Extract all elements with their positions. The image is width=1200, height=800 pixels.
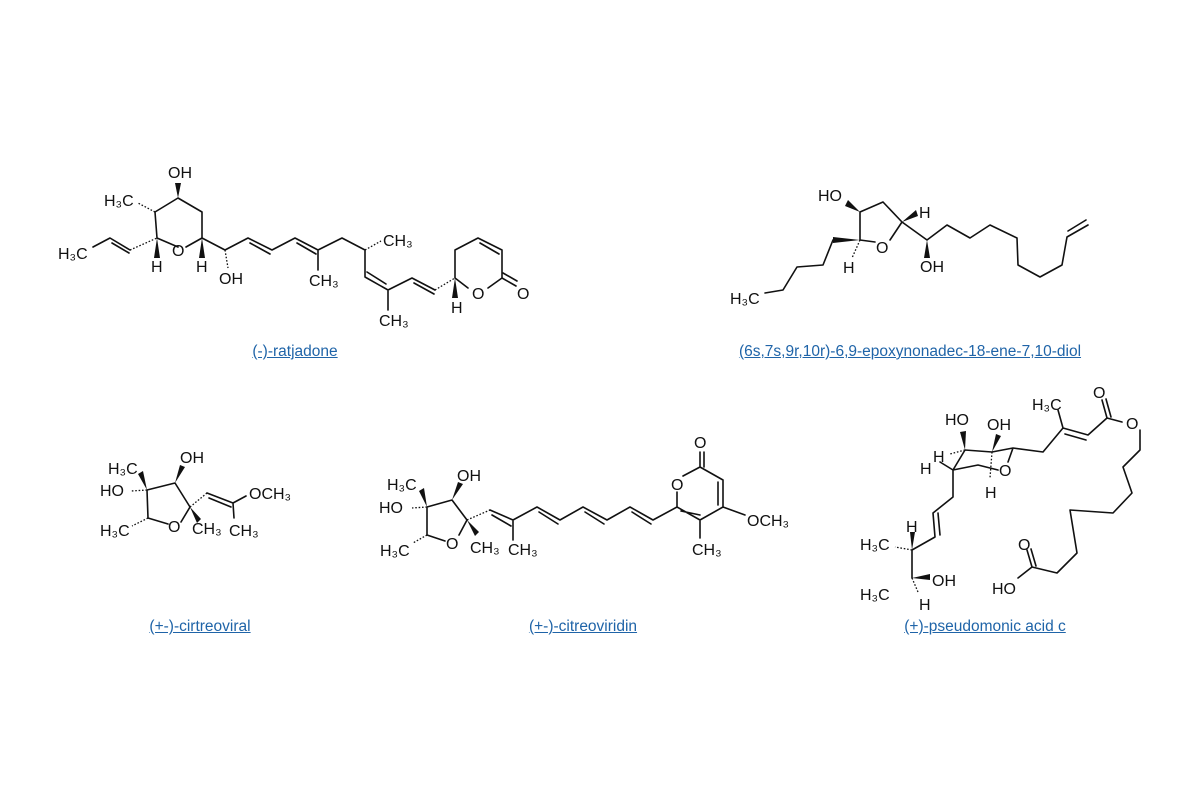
- structure-epoxynonadecenediol: HO H O H OH H₃C: [730, 188, 1089, 308]
- atom-label: H₃C: [1032, 397, 1062, 414]
- structure-cirtreoviral: OH H₃C HO H₃C O CH₃ OCH₃ CH₃: [100, 450, 291, 540]
- link-ratjadone[interactable]: (-)-ratjadone: [252, 343, 338, 360]
- atom-label: O: [172, 243, 184, 260]
- atom-label: H₃C: [380, 543, 410, 560]
- atom-label: HO: [945, 412, 969, 429]
- atom-label: H: [920, 461, 932, 478]
- atom-label: CH₃: [692, 542, 722, 559]
- atom-label: HO: [100, 483, 124, 500]
- atom-label: H₃C: [387, 477, 417, 494]
- link-citreoviridin[interactable]: (+-)-citreoviridin: [528, 618, 638, 635]
- atom-label: CH₃: [309, 273, 339, 290]
- atom-label: H: [451, 300, 463, 317]
- atom-label: OH: [168, 165, 192, 182]
- atom-label: CH₃: [229, 523, 259, 540]
- atom-label: OCH₃: [249, 486, 291, 503]
- atom-label: OH: [219, 271, 243, 288]
- atom-label: OH: [932, 573, 956, 590]
- atom-label: O: [876, 240, 888, 257]
- atom-label: OH: [920, 259, 944, 276]
- atom-label: O: [999, 463, 1011, 480]
- structure-citreoviridin: OH H₃C HO H₃C O CH₃ CH₃ O O OCH₃ CH₃: [379, 435, 789, 560]
- atom-label: H: [196, 259, 208, 276]
- link-epoxynonadecenediol[interactable]: (6s,7s,9r,10r)-6,9-epoxynonadec-18-ene-7…: [738, 343, 1082, 360]
- atom-label: OH: [457, 468, 481, 485]
- atom-label: H₃C: [108, 461, 138, 478]
- atom-labels: OH H₃C H₃C H O H OH CH₃ CH₃ CH₃ H O O: [58, 165, 529, 330]
- atom-label: H₃C: [730, 291, 760, 308]
- atom-label: OH: [180, 450, 204, 467]
- atom-label: H: [919, 205, 931, 222]
- atom-label: CH₃: [383, 233, 413, 250]
- atom-label: H: [906, 519, 918, 536]
- atom-label: CH₃: [192, 521, 222, 538]
- link-cirtreoviral[interactable]: (+-)-cirtreoviral: [149, 618, 251, 635]
- atom-label: O: [1093, 385, 1105, 402]
- atom-label: H₃C: [860, 587, 890, 604]
- atom-label: O: [671, 477, 683, 494]
- structure-ratjadone: OH H₃C H₃C H O H OH CH₃ CH₃ CH₃ H O O: [58, 165, 529, 330]
- atom-label: H: [985, 485, 997, 502]
- atom-label: OCH₃: [747, 513, 789, 530]
- atom-label: HO: [992, 581, 1016, 598]
- atom-label: O: [1018, 537, 1030, 554]
- link-pseudomonic-acid-c[interactable]: (+)-pseudomonic acid c: [904, 618, 1066, 635]
- atom-label: H: [843, 260, 855, 277]
- atom-label: H₃C: [58, 246, 88, 263]
- atom-label: H: [151, 259, 163, 276]
- structure-pseudomonic-acid-c: HO OH H H O H H₃C O O H H₃C OH H₃C H O H…: [860, 385, 1141, 614]
- atom-label: OH: [987, 417, 1011, 434]
- atom-label: H₃C: [100, 523, 130, 540]
- atom-label: H: [933, 449, 945, 466]
- atom-label: O: [168, 519, 180, 536]
- atom-label: O: [472, 286, 484, 303]
- atom-label: O: [446, 536, 458, 553]
- atom-label: CH₃: [470, 540, 500, 557]
- atom-label: O: [694, 435, 706, 452]
- atom-label: HO: [379, 500, 403, 517]
- atom-label: CH₃: [508, 542, 538, 559]
- atom-label: CH₃: [379, 313, 409, 330]
- atom-label: H₃C: [104, 193, 134, 210]
- atom-label: H₃C: [860, 537, 890, 554]
- atom-label: O: [1126, 416, 1138, 433]
- atom-label: O: [517, 286, 529, 303]
- atom-label: H: [919, 597, 931, 614]
- atom-label: HO: [818, 188, 842, 205]
